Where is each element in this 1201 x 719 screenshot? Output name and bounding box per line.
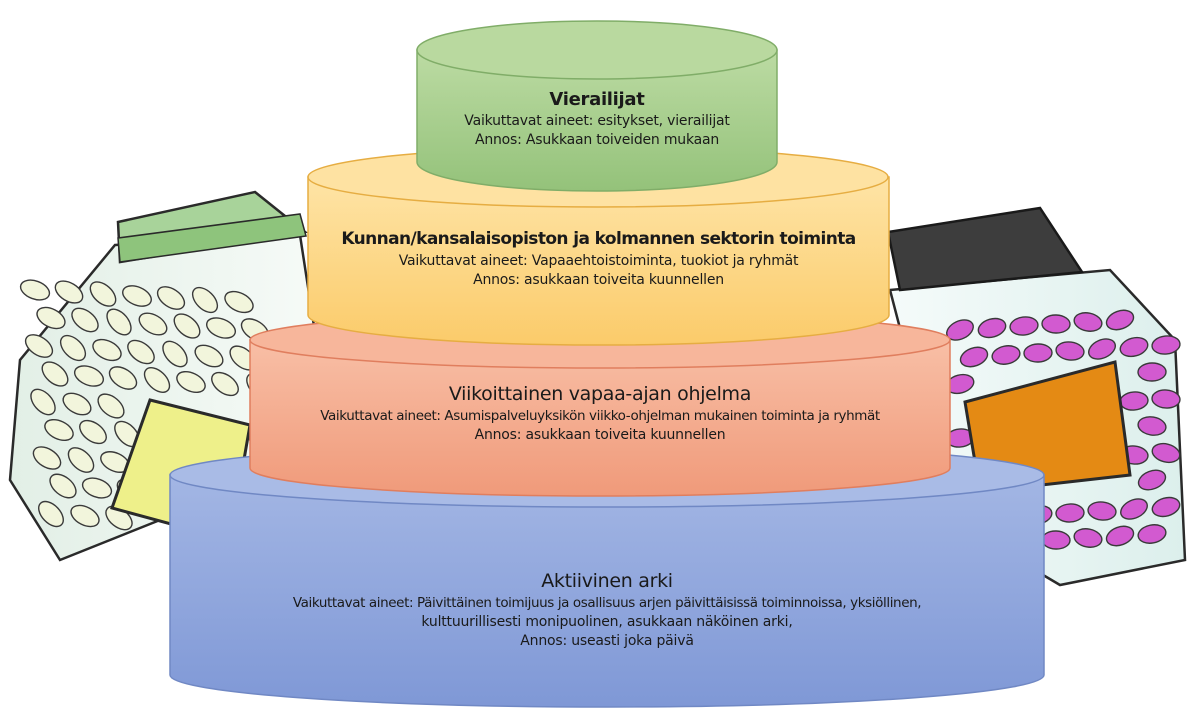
left-pill-21 bbox=[41, 361, 69, 387]
right-pill-1 bbox=[977, 317, 1007, 339]
right-pill-34 bbox=[1041, 530, 1071, 550]
tier-second-line-1: Vaikuttavat aineet: Vapaaehtoistoiminta,… bbox=[398, 253, 799, 269]
right-pill-30 bbox=[1151, 496, 1181, 518]
left-pill-18 bbox=[162, 340, 188, 368]
tier-bottom-title: Aktiivinen arki bbox=[541, 570, 673, 592]
left-pill-15 bbox=[59, 334, 87, 362]
left-pill-25 bbox=[176, 370, 206, 394]
left-pill-0 bbox=[19, 279, 51, 301]
left-pill-43 bbox=[38, 500, 64, 528]
right-pill-8 bbox=[1023, 343, 1053, 363]
tier-top-line-1: Vaikuttavat aineet: esitykset, vierailij… bbox=[464, 113, 730, 129]
right-pill-7 bbox=[991, 345, 1021, 365]
left-pill-1 bbox=[54, 280, 84, 304]
left-pill-7 bbox=[36, 306, 66, 330]
left-pill-26 bbox=[211, 371, 239, 397]
tier-bottom-text: Aktiivinen arki Vaikuttavat aineet: Päiv… bbox=[170, 568, 1044, 651]
right-pill-36 bbox=[1105, 525, 1135, 547]
left-pill-16 bbox=[92, 338, 122, 362]
left-pill-24 bbox=[143, 367, 171, 393]
right-pill-35 bbox=[1073, 528, 1103, 548]
left-pill-29 bbox=[62, 392, 92, 416]
tier-second-title: Kunnan/kansalaisopiston ja kolmannen sek… bbox=[341, 229, 856, 249]
tier-top-line-2: Annos: Asukkaan toiveiden mukaan bbox=[474, 132, 720, 148]
left-pill-10 bbox=[138, 312, 168, 336]
left-pill-17 bbox=[127, 339, 155, 365]
right-pill-20 bbox=[1151, 442, 1181, 464]
tier-third-title: Viikoittainen vapaa-ajan ohjelma bbox=[448, 383, 752, 405]
tier-third-line-1: Vaikuttavat aineet: Asumispalveluyksikön… bbox=[320, 408, 880, 424]
left-pill-23 bbox=[108, 366, 138, 390]
left-pill-11 bbox=[173, 313, 201, 339]
tier-bottom-line-3: Annos: useasti joka päivä bbox=[520, 633, 694, 649]
right-pill-29 bbox=[1120, 498, 1148, 520]
right-pill-10 bbox=[1087, 338, 1117, 360]
right-pill-28 bbox=[1087, 501, 1117, 521]
right-pill-37 bbox=[1137, 524, 1167, 544]
left-pill-36 bbox=[67, 447, 95, 473]
left-pill-9 bbox=[106, 308, 132, 336]
left-pill-44 bbox=[70, 504, 100, 528]
left-pill-4 bbox=[156, 286, 186, 310]
left-pill-19 bbox=[194, 344, 224, 368]
left-pill-12 bbox=[205, 317, 237, 339]
right-pill-2 bbox=[1009, 316, 1039, 336]
tier-third-text: Viikoittainen vapaa-ajan ohjelma Vaikutt… bbox=[250, 381, 950, 445]
right-pill-23 bbox=[1137, 469, 1167, 491]
right-pill-27 bbox=[1055, 503, 1085, 523]
left-pill-39 bbox=[49, 473, 77, 499]
right-pill-9 bbox=[1055, 341, 1085, 361]
left-pill-35 bbox=[32, 446, 62, 470]
right-pill-14 bbox=[1137, 362, 1167, 382]
right-pill-18 bbox=[1137, 416, 1167, 436]
right-pill-11 bbox=[1119, 336, 1149, 358]
left-pill-40 bbox=[81, 477, 113, 499]
jar-left-lid-band bbox=[117, 213, 307, 263]
left-pill-3 bbox=[122, 285, 152, 307]
right-pill-5 bbox=[1105, 309, 1135, 331]
tier-second-text: Kunnan/kansalaisopiston ja kolmannen sek… bbox=[308, 226, 889, 290]
right-pill-3 bbox=[1041, 314, 1071, 334]
left-pill-5 bbox=[191, 286, 219, 314]
left-pill-14 bbox=[24, 334, 54, 358]
jar-right-lid bbox=[886, 206, 1085, 292]
tier-bottom-line-1: Vaikuttavat aineet: Päivittäinen toimiju… bbox=[292, 595, 922, 611]
right-pill-6 bbox=[959, 346, 989, 368]
right-pill-4 bbox=[1073, 312, 1103, 332]
left-pill-30 bbox=[97, 393, 125, 419]
left-pill-28 bbox=[30, 388, 56, 416]
left-pill-8 bbox=[71, 307, 99, 333]
tier-third-line-2: Annos: asukkaan toiveita kuunnellen bbox=[474, 427, 726, 443]
left-pill-6 bbox=[224, 290, 254, 314]
tier-bottom-line-2: kulttuurillisesti monipuolinen, asukkaan… bbox=[421, 614, 793, 630]
tier-top-shape bbox=[416, 20, 778, 192]
tier-second-line-2: Annos: asukkaan toiveita kuunnellen bbox=[473, 272, 724, 288]
left-pill-32 bbox=[79, 419, 107, 445]
tier-top-text: Vierailijat Vaikuttavat aineet: esitykse… bbox=[417, 88, 777, 150]
left-pill-31 bbox=[44, 418, 74, 442]
right-pill-12 bbox=[1151, 335, 1181, 355]
pill-jar-left-icon bbox=[8, 190, 332, 562]
left-pill-2 bbox=[89, 281, 117, 307]
tier-top-title: Vierailijat bbox=[549, 89, 645, 110]
left-pill-22 bbox=[73, 365, 105, 387]
right-pill-16 bbox=[1151, 389, 1181, 409]
